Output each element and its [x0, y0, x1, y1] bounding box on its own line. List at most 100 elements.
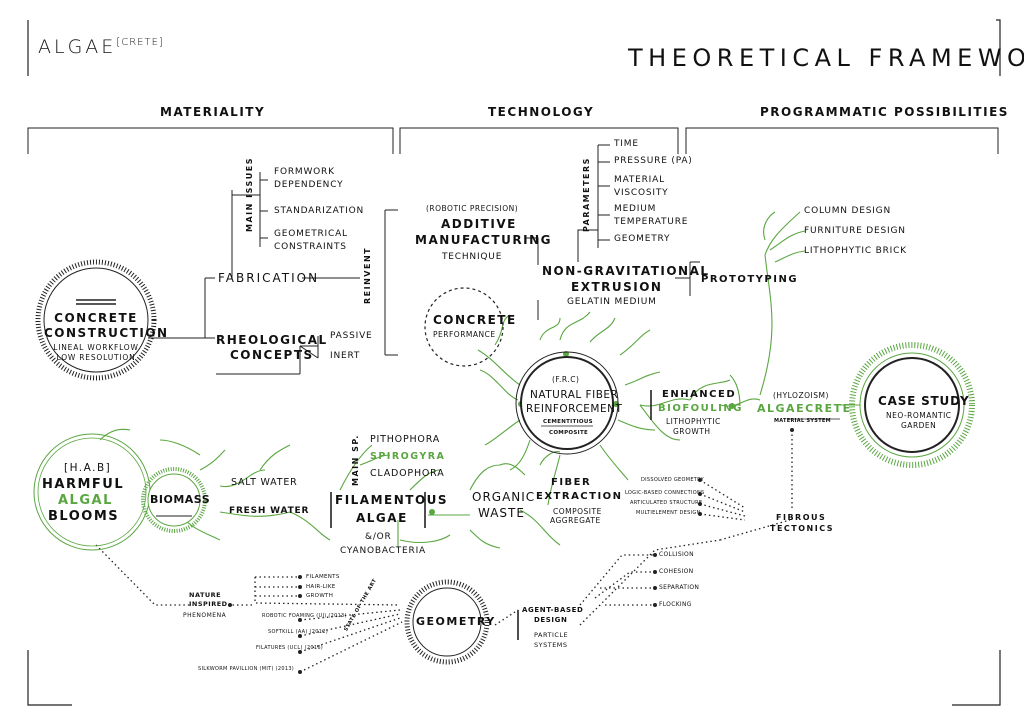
- nature-hairlike: HAIR-LIKE: [306, 584, 336, 590]
- black-dots: [228, 428, 794, 674]
- issue-constraints: CONSTRAINTS: [274, 242, 347, 252]
- geometry-label: GEOMETRY: [416, 615, 496, 628]
- agent-collision: COLLISION: [659, 551, 694, 558]
- agent-sub1: PARTICLE: [534, 631, 569, 639]
- param-medium: MEDIUM: [614, 204, 657, 214]
- case-study-sub2: GARDEN: [901, 421, 937, 430]
- cc-rule: [76, 299, 116, 305]
- main-issues-label: MAIN ISSUES: [245, 157, 254, 232]
- fresh-water: FRESH WATER: [229, 506, 310, 516]
- cc-label2: CONSTRUCTION: [44, 326, 169, 340]
- case-study-sub1: NEO-ROMANTIC: [886, 411, 952, 420]
- agent-label1: AGENT-BASED: [522, 606, 584, 614]
- agent-label2: DESIGN: [534, 616, 568, 624]
- agent-cohesion: COHESION: [659, 568, 694, 575]
- bar-marks: [330, 390, 652, 640]
- proto-brick: LITHOPHYTIC BRICK: [804, 246, 907, 256]
- nature-label2: INSPIRED: [189, 600, 228, 608]
- frc-label1: NATURAL FIBER: [530, 389, 619, 401]
- materiality-lines: [148, 172, 398, 375]
- section-brackets: [27, 127, 999, 154]
- tectonics-label2: TECTONICS: [770, 524, 835, 533]
- algaecrete-label: ALGAECRETE: [757, 402, 852, 415]
- proto-furniture: FURNITURE DESIGN: [804, 226, 906, 236]
- cc-sub1: LINEAL WORKFLOW: [53, 343, 139, 352]
- page-title: THEORETICAL FRAMEWORK: [628, 44, 1024, 72]
- param-material: MATERIAL: [614, 175, 665, 185]
- filamentous-sub1: &/OR: [365, 532, 392, 542]
- algaecrete-pre: (HYLOZOISM): [773, 391, 829, 400]
- agent-sub2: SYSTEMS: [534, 641, 568, 649]
- fiber-label1: FIBER: [551, 477, 592, 488]
- cc-label1: CONCRETE: [54, 311, 138, 325]
- section-programmatic: PROGRAMMATIC POSSIBILITIES: [760, 105, 1009, 119]
- additive-sub: TECHNIQUE: [442, 252, 503, 262]
- hab-label1: HARMFUL: [42, 477, 125, 492]
- organic-growth-lines: [99, 211, 860, 549]
- tect-logic: LOGIC-BASED CONNECTIONS: [625, 490, 705, 496]
- prototyping-label: PROTOTYPING: [701, 274, 799, 285]
- cc-sub2: LOW RESOLUTION: [56, 353, 136, 362]
- tectonics-label1: FIBROUS: [776, 513, 827, 522]
- state-silkworm: SILKWORM PAVILLION (MIT) (2013): [198, 666, 295, 672]
- fiber-sub1: COMPOSITE: [553, 507, 602, 516]
- organic-label2: WASTE: [478, 506, 525, 520]
- agent-flocking: FLOCKING: [659, 601, 692, 608]
- nature-filaments: FILAMENTS: [306, 574, 340, 580]
- organic-label1: ORGANIC: [472, 490, 536, 504]
- frc-label2: REINFORCEMENT: [526, 403, 623, 415]
- frc-pre: (F.R.C): [552, 375, 580, 384]
- issue-standarization: STANDARIZATION: [274, 206, 365, 216]
- nongrav-label2: EXTRUSION: [571, 280, 663, 294]
- brand-logo: ALGAE[CRETE]: [38, 36, 164, 58]
- state-filatures: FILATURES (UCL) (2016): [256, 645, 324, 651]
- section-technology: TECHNOLOGY: [488, 105, 595, 119]
- rheological-label2: CONCEPTS: [230, 348, 314, 362]
- tect-multielement: MULTIELEMENT DESIGN: [636, 510, 701, 516]
- rheo-inert: INERT: [330, 351, 361, 361]
- additive-label2: MANUFACTURING: [415, 233, 552, 247]
- brand-suffix: CRETE: [121, 37, 159, 48]
- sp-spirogyra: SPIROGYRA: [370, 451, 446, 462]
- fiber-sub2: AGGREGATE: [550, 516, 601, 525]
- filamentous-label1: FILAMENTOUS: [335, 493, 449, 507]
- nature-label1: NATURE: [189, 591, 222, 599]
- state-softkill: SOFTKILL (AA) (2012): [268, 629, 328, 635]
- proto-column: COLUMN DESIGN: [804, 206, 891, 216]
- dotted-connectors: [95, 430, 793, 673]
- tect-articulated: ARTICULATED STRUCTURE: [630, 500, 703, 506]
- salt-water: SALT WATER: [231, 477, 298, 488]
- rheo-passive: PASSIVE: [330, 331, 373, 341]
- hab-label3: BLOOMS: [48, 509, 120, 524]
- brand-name: ALGAE: [38, 36, 117, 58]
- agent-separation: SEPARATION: [659, 584, 700, 591]
- frc-sub1: CEMENTITIOUS: [543, 419, 593, 425]
- sp-cladophora: CLADOPHORA: [370, 468, 445, 479]
- section-materiality: MATERIALITY: [160, 105, 266, 119]
- parameters-label: PARAMETERS: [582, 157, 591, 232]
- additive-label1: ADDITIVE: [441, 217, 517, 231]
- fiber-label2: EXTRACTION: [536, 491, 623, 502]
- technology-lines: [525, 144, 700, 320]
- hab-label2: ALGAL: [58, 493, 113, 508]
- concrete-perf-label: CONCRETE: [433, 313, 517, 327]
- param-viscosity: VISCOSITY: [614, 188, 669, 198]
- rheological-label1: RHEOLOGICAL: [216, 333, 328, 347]
- param-temperature: TEMPERATURE: [614, 217, 689, 227]
- state-robotic: ROBOTIC FOAMING (UI) (2013): [262, 613, 347, 619]
- corner-marks: [27, 19, 1001, 706]
- concrete-perf-sub: PERFORMANCE: [433, 330, 496, 339]
- biofouling-label2: BIOFOULING: [658, 403, 743, 414]
- biomass-label: BIOMASS: [150, 493, 211, 506]
- frc-sub2: COMPOSITE: [549, 430, 589, 436]
- nongrav-sub: GELATIN MEDIUM: [567, 297, 657, 307]
- filamentous-sub2: CYANOBACTERIA: [340, 546, 427, 556]
- issue-geometrical: GEOMETRICAL: [274, 229, 348, 239]
- sp-pithophora: PITHOPHORA: [370, 434, 441, 445]
- biofouling-label1: ENHANCED: [662, 389, 737, 400]
- reinvent-label: REINVENT: [363, 246, 372, 304]
- param-geometry: GEOMETRY: [614, 234, 671, 244]
- algaecrete-sub: MATERIAL SYSTEM: [774, 418, 831, 424]
